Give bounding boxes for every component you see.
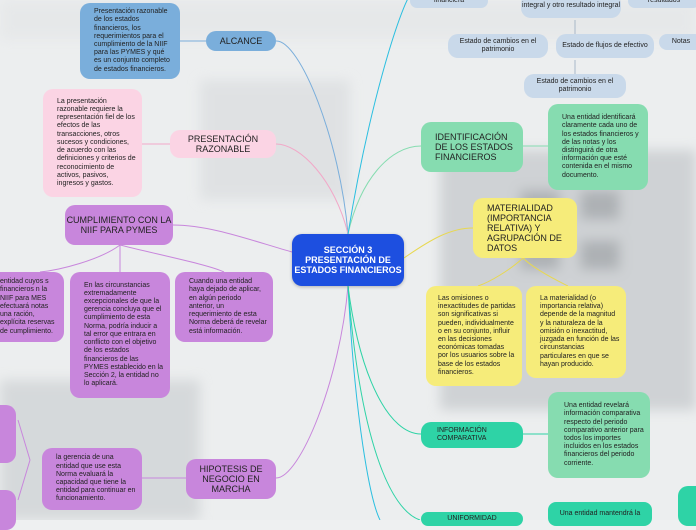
materialidad-node[interactable]: MATERIALIDAD (IMPORTANCIA RELATIVA) Y AG… [473, 198, 577, 258]
identificacion-description[interactable]: Una entidad identificará claramente cada… [548, 104, 648, 190]
cumplimiento-node[interactable]: CUMPLIMIENTO CON LA NIIF PARA PYMES [65, 205, 173, 245]
statement-financiera-label: financiera [434, 0, 464, 5]
presentacion-razonable-node[interactable]: PRESENTACIÓN RAZONABLE [170, 130, 276, 158]
central-topic[interactable]: SECCIÓN 3 PRESENTACIÓN DE ESTADOS FINANC… [292, 234, 404, 286]
uniformidad-description-text: Una entidad mantendrá la [560, 510, 641, 518]
presentacion-razonable-title: PRESENTACIÓN RAZONABLE [170, 134, 276, 154]
cumplimiento-title: CUMPLIMIENTO CON LA NIIF PARA PYMES [65, 215, 173, 235]
comparativa-description-text: Una entidad revelará información compara… [564, 402, 644, 468]
identificacion-description-text: Una entidad identificará claramente cada… [562, 114, 642, 180]
statement-resultados[interactable]: resultados [628, 0, 696, 8]
statement-integral-label: integral y otro resultado integral [522, 2, 620, 10]
materialidad-description-right-text: La materialidad (o importancia relativa)… [540, 295, 620, 369]
comparativa-description[interactable]: Una entidad revelará información compara… [548, 392, 650, 478]
hipotesis-title: HIPOTESIS DE NEGOCIO EN MARCHA [186, 464, 276, 494]
statement-notas[interactable]: Notas [659, 34, 696, 50]
hipotesis-node[interactable]: HIPOTESIS DE NEGOCIO EN MARCHA [186, 459, 276, 499]
alcance-description[interactable]: Presentación razonable de los estados fi… [80, 3, 180, 79]
cumplimiento-description-right-text: Cuando una entidad haya dejado de aplica… [189, 278, 267, 335]
cumplimiento-description-left-text: entidad cuyos s financieros n la NIIF pa… [0, 278, 60, 335]
hipotesis-description-text: la gerencia de una entidad que use esta … [56, 454, 136, 503]
alcance-description-text: Presentación razonable de los estados fi… [94, 8, 172, 74]
cumplimiento-description-left[interactable]: entidad cuyos s financieros n la NIIF pa… [0, 272, 64, 342]
statement-cambios-patrimonio-2[interactable]: Estado de cambios en el patrimonio [524, 74, 626, 98]
statement-cambios-patrimonio[interactable]: Estado de cambios en el patrimonio [448, 34, 548, 58]
hipotesis-description[interactable]: la gerencia de una entidad que use esta … [42, 448, 142, 510]
comparativa-node[interactable]: INFORMACIÓN COMPARATIVA [421, 422, 523, 448]
presentacion-razonable-description-text: La presentación razonable requiere la re… [57, 98, 136, 188]
statement-cambios-patrimonio-label: Estado de cambios en el patrimonio [448, 38, 548, 54]
cumplimiento-description-mid-text: En las circunstancias extremadamente exc… [84, 282, 164, 389]
statement-resultados-label: resultados [648, 0, 680, 5]
alcance-node[interactable]: ALCANCE [206, 31, 276, 51]
identificacion-node[interactable]: IDENTIFICACIÓN DE LOS ESTADOS FINANCIERO… [421, 122, 523, 172]
statement-cambios-patrimonio-2-label: Estado de cambios en el patrimonio [524, 78, 626, 94]
statement-notas-label: Notas [672, 38, 690, 46]
materialidad-title: MATERIALIDAD (IMPORTANCIA RELATIVA) Y AG… [487, 203, 571, 253]
edge-node-right[interactable] [678, 486, 696, 526]
uniformidad-title: UNIFORMIDAD [447, 515, 496, 523]
central-topic-label: SECCIÓN 3 PRESENTACIÓN DE ESTADOS FINANC… [292, 245, 404, 275]
identificacion-title: IDENTIFICACIÓN DE LOS ESTADOS FINANCIERO… [435, 132, 515, 162]
hipotesis-subnode-top[interactable] [0, 405, 16, 463]
comparativa-title: INFORMACIÓN COMPARATIVA [437, 427, 517, 443]
presentacion-razonable-description[interactable]: La presentación razonable requiere la re… [43, 89, 142, 197]
uniformidad-node[interactable]: UNIFORMIDAD [421, 512, 523, 526]
materialidad-description-left[interactable]: Las omisiones o inexactitudes de partida… [426, 286, 522, 386]
statement-flujos-efectivo[interactable]: Estado de flujos de efectivo [556, 34, 654, 58]
hipotesis-subnode-bottom[interactable] [0, 490, 16, 530]
cumplimiento-description-right[interactable]: Cuando una entidad haya dejado de aplica… [175, 272, 273, 342]
uniformidad-description[interactable]: Una entidad mantendrá la [548, 502, 652, 526]
materialidad-description-right[interactable]: La materialidad (o importancia relativa)… [526, 286, 626, 378]
statement-financiera[interactable]: financiera [410, 0, 488, 8]
statement-integral[interactable]: integral y otro resultado integral [521, 0, 621, 18]
materialidad-description-left-text: Las omisiones o inexactitudes de partida… [438, 295, 516, 377]
alcance-title: ALCANCE [220, 36, 263, 46]
cumplimiento-description-mid[interactable]: En las circunstancias extremadamente exc… [70, 272, 170, 398]
statement-flujos-efectivo-label: Estado de flujos de efectivo [562, 42, 648, 50]
